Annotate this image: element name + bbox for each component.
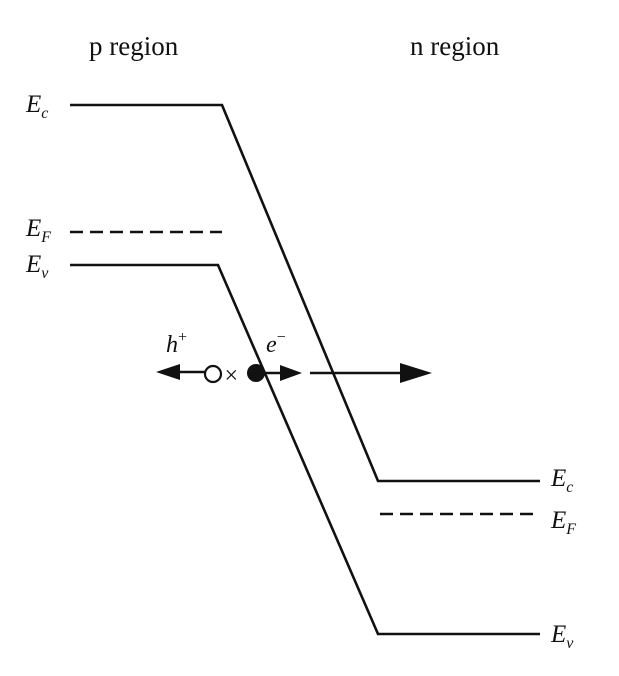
hole-symbol xyxy=(203,364,223,384)
electron-drift-arrow-head xyxy=(400,363,432,383)
conduction-band-line xyxy=(70,103,540,483)
electron-arrow-head xyxy=(280,365,302,381)
electron-symbol xyxy=(247,364,265,382)
p-ev-label: Ev xyxy=(25,251,49,282)
p-ec-label: Ec xyxy=(25,91,48,122)
hole-arrow-head xyxy=(156,364,180,380)
n-ef-label: EF xyxy=(550,507,576,538)
generation-cross: × xyxy=(223,363,239,389)
p-ef-label: EF xyxy=(25,215,51,246)
n-ev-label: Ev xyxy=(550,621,574,652)
p-region-label: p region xyxy=(89,31,179,61)
valence-band-line xyxy=(70,263,540,636)
n-ec-label: Ec xyxy=(550,465,573,496)
hole-label: h+ xyxy=(166,329,187,358)
electron-label: e− xyxy=(266,329,286,358)
n-region-label: n region xyxy=(410,31,500,61)
